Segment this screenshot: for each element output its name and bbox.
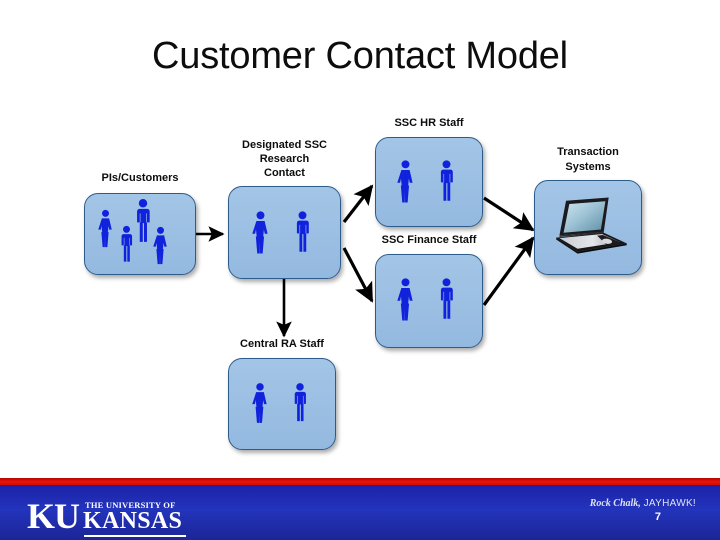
node-central-ra-staff[interactable]: Central RA Staff [228, 338, 336, 450]
node-label-line-2: Systems [565, 161, 611, 173]
ku-logo-initials: KU [27, 496, 80, 536]
node-label-line-1: Transaction [557, 146, 619, 158]
page-title: Customer Contact Model [152, 35, 568, 77]
node-box-pis-customers [84, 193, 196, 275]
diagram-connectors [196, 184, 535, 338]
edge-hr-to-transaction [483, 196, 535, 232]
person-female-icon [98, 209, 113, 249]
node-label-transaction-systems: Transaction Systems [557, 145, 619, 175]
node-box-ssc-hr-staff [375, 137, 483, 227]
node-ssc-finance-staff[interactable]: SSC Finance Staff [375, 234, 483, 348]
person-male-icon [438, 159, 455, 205]
node-ssc-hr-staff[interactable]: SSC HR Staff [375, 117, 483, 227]
person-male-icon [438, 277, 455, 323]
node-label-line-3: Contact [264, 167, 305, 179]
node-label-pis-customers: PIs/Customers [101, 172, 179, 184]
edge-finance-to-transaction [482, 236, 535, 306]
person-female-icon [153, 225, 168, 267]
node-label-line-1: Designated SSC [242, 139, 327, 151]
node-box-ssc-finance-staff [375, 254, 483, 348]
node-label-central-ra-staff: Central RA Staff [240, 338, 324, 350]
edge-designated-to-hr [342, 184, 374, 223]
node-label-ssc-hr-staff: SSC HR Staff [394, 117, 464, 129]
person-female-icon [252, 210, 269, 256]
node-label-designated-ssc: Designated SSC Research Contact [242, 138, 327, 180]
tagline-jayhawk: JAYHAWK! [643, 498, 696, 509]
node-label-line-2: Research [259, 153, 310, 165]
footer-red-stripe [0, 478, 720, 485]
person-male-icon [292, 381, 308, 426]
ku-logo: KU THE UNIVERSITY OF KANSAS [27, 496, 187, 537]
person-male-icon [134, 198, 152, 246]
footer-blue-bar: KU THE UNIVERSITY OF KANSAS Rock Chalk, … [0, 485, 720, 540]
tagline-rock-chalk: Rock Chalk, [589, 498, 641, 509]
ku-logo-kansas: KANSAS [83, 508, 183, 534]
person-female-icon [397, 159, 414, 205]
node-box-designated-ssc [228, 186, 341, 279]
person-female-icon [252, 381, 268, 426]
node-label-ssc-finance-staff: SSC Finance Staff [381, 234, 477, 246]
ku-logo-university-of: THE UNIVERSITY OF [85, 500, 176, 510]
node-box-central-ra-staff [228, 358, 336, 450]
person-male-icon [294, 210, 311, 256]
node-designated-ssc-research-contact[interactable]: Designated SSC Research Contact [228, 139, 341, 279]
node-pis-customers[interactable]: PIs/Customers [84, 172, 196, 275]
person-male-icon [119, 224, 134, 266]
footer-tagline: Rock Chalk, JAYHAWK! [590, 498, 696, 509]
slide-footer: KU THE UNIVERSITY OF KANSAS Rock Chalk, … [0, 478, 720, 540]
person-female-icon [397, 277, 414, 323]
laptop-icon [548, 194, 630, 260]
customer-contact-diagram: PIs/Customers [84, 117, 642, 450]
node-transaction-systems[interactable]: Transaction Systems [534, 146, 642, 275]
page-number: 7 [654, 511, 661, 523]
edge-designated-to-finance [342, 247, 374, 303]
ku-logo-underline [84, 535, 186, 537]
